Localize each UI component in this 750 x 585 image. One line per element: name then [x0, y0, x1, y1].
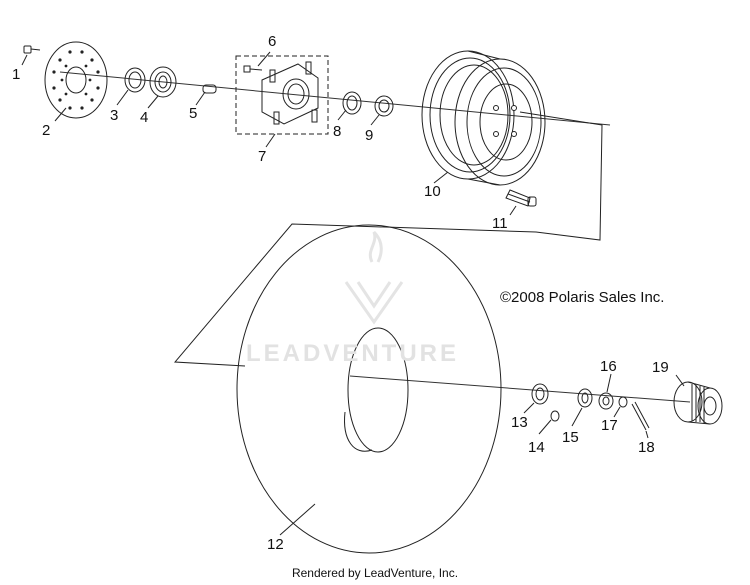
bearing-part-4 — [149, 66, 177, 98]
callout-12: 12 — [267, 536, 284, 553]
callout-11: 11 — [492, 215, 508, 232]
callout-3: 3 — [110, 107, 119, 124]
nut-part-17 — [618, 396, 628, 408]
callout-8: 8 — [333, 123, 342, 140]
spacer-part-5 — [202, 84, 217, 94]
callout-17: 17 — [601, 417, 618, 434]
callout-1: 1 — [12, 66, 21, 83]
lug-bolt-part-11 — [505, 189, 537, 207]
bearing-part-13 — [531, 383, 549, 405]
callout-7: 7 — [258, 148, 267, 165]
hub-part-7 — [235, 55, 329, 135]
copyright-text: ©2008 Polaris Sales Inc. — [500, 289, 665, 306]
seal-part-9 — [374, 95, 394, 117]
callout-18: 18 — [638, 439, 655, 456]
leadventure-watermark-logo — [344, 230, 404, 325]
seal-part-3 — [124, 67, 146, 93]
callout-15: 15 — [562, 429, 579, 446]
callout-4: 4 — [140, 109, 149, 126]
callout-5: 5 — [189, 105, 198, 122]
screw-part-1 — [23, 45, 41, 54]
footer-credit: Rendered by LeadVenture, Inc. — [291, 566, 459, 580]
callout-6: 6 — [268, 33, 277, 50]
cap-part-19 — [673, 381, 723, 425]
callout-9: 9 — [365, 127, 374, 144]
nut-part-14 — [550, 410, 560, 422]
bolt-part-6 — [243, 65, 263, 73]
callout-19: 19 — [652, 359, 669, 376]
callout-13: 13 — [511, 414, 528, 431]
brake-disc-part-2 — [44, 41, 108, 119]
watermark-text: LEADVENTURE — [246, 340, 460, 367]
callout-10: 10 — [424, 183, 441, 200]
bracket-line — [173, 111, 603, 367]
washer-part-16 — [598, 392, 614, 410]
cotter-pin-part-18 — [631, 401, 650, 431]
washer-part-15 — [577, 388, 593, 408]
callout-14: 14 — [528, 439, 545, 456]
callout-2: 2 — [42, 122, 51, 139]
callout-16: 16 — [600, 358, 617, 375]
tire-part-12 — [236, 224, 502, 554]
callout-leaders — [21, 51, 685, 536]
bearing-part-8 — [342, 91, 362, 115]
assembly-axis-lines — [59, 71, 691, 403]
rim-part-10 — [421, 50, 546, 186]
